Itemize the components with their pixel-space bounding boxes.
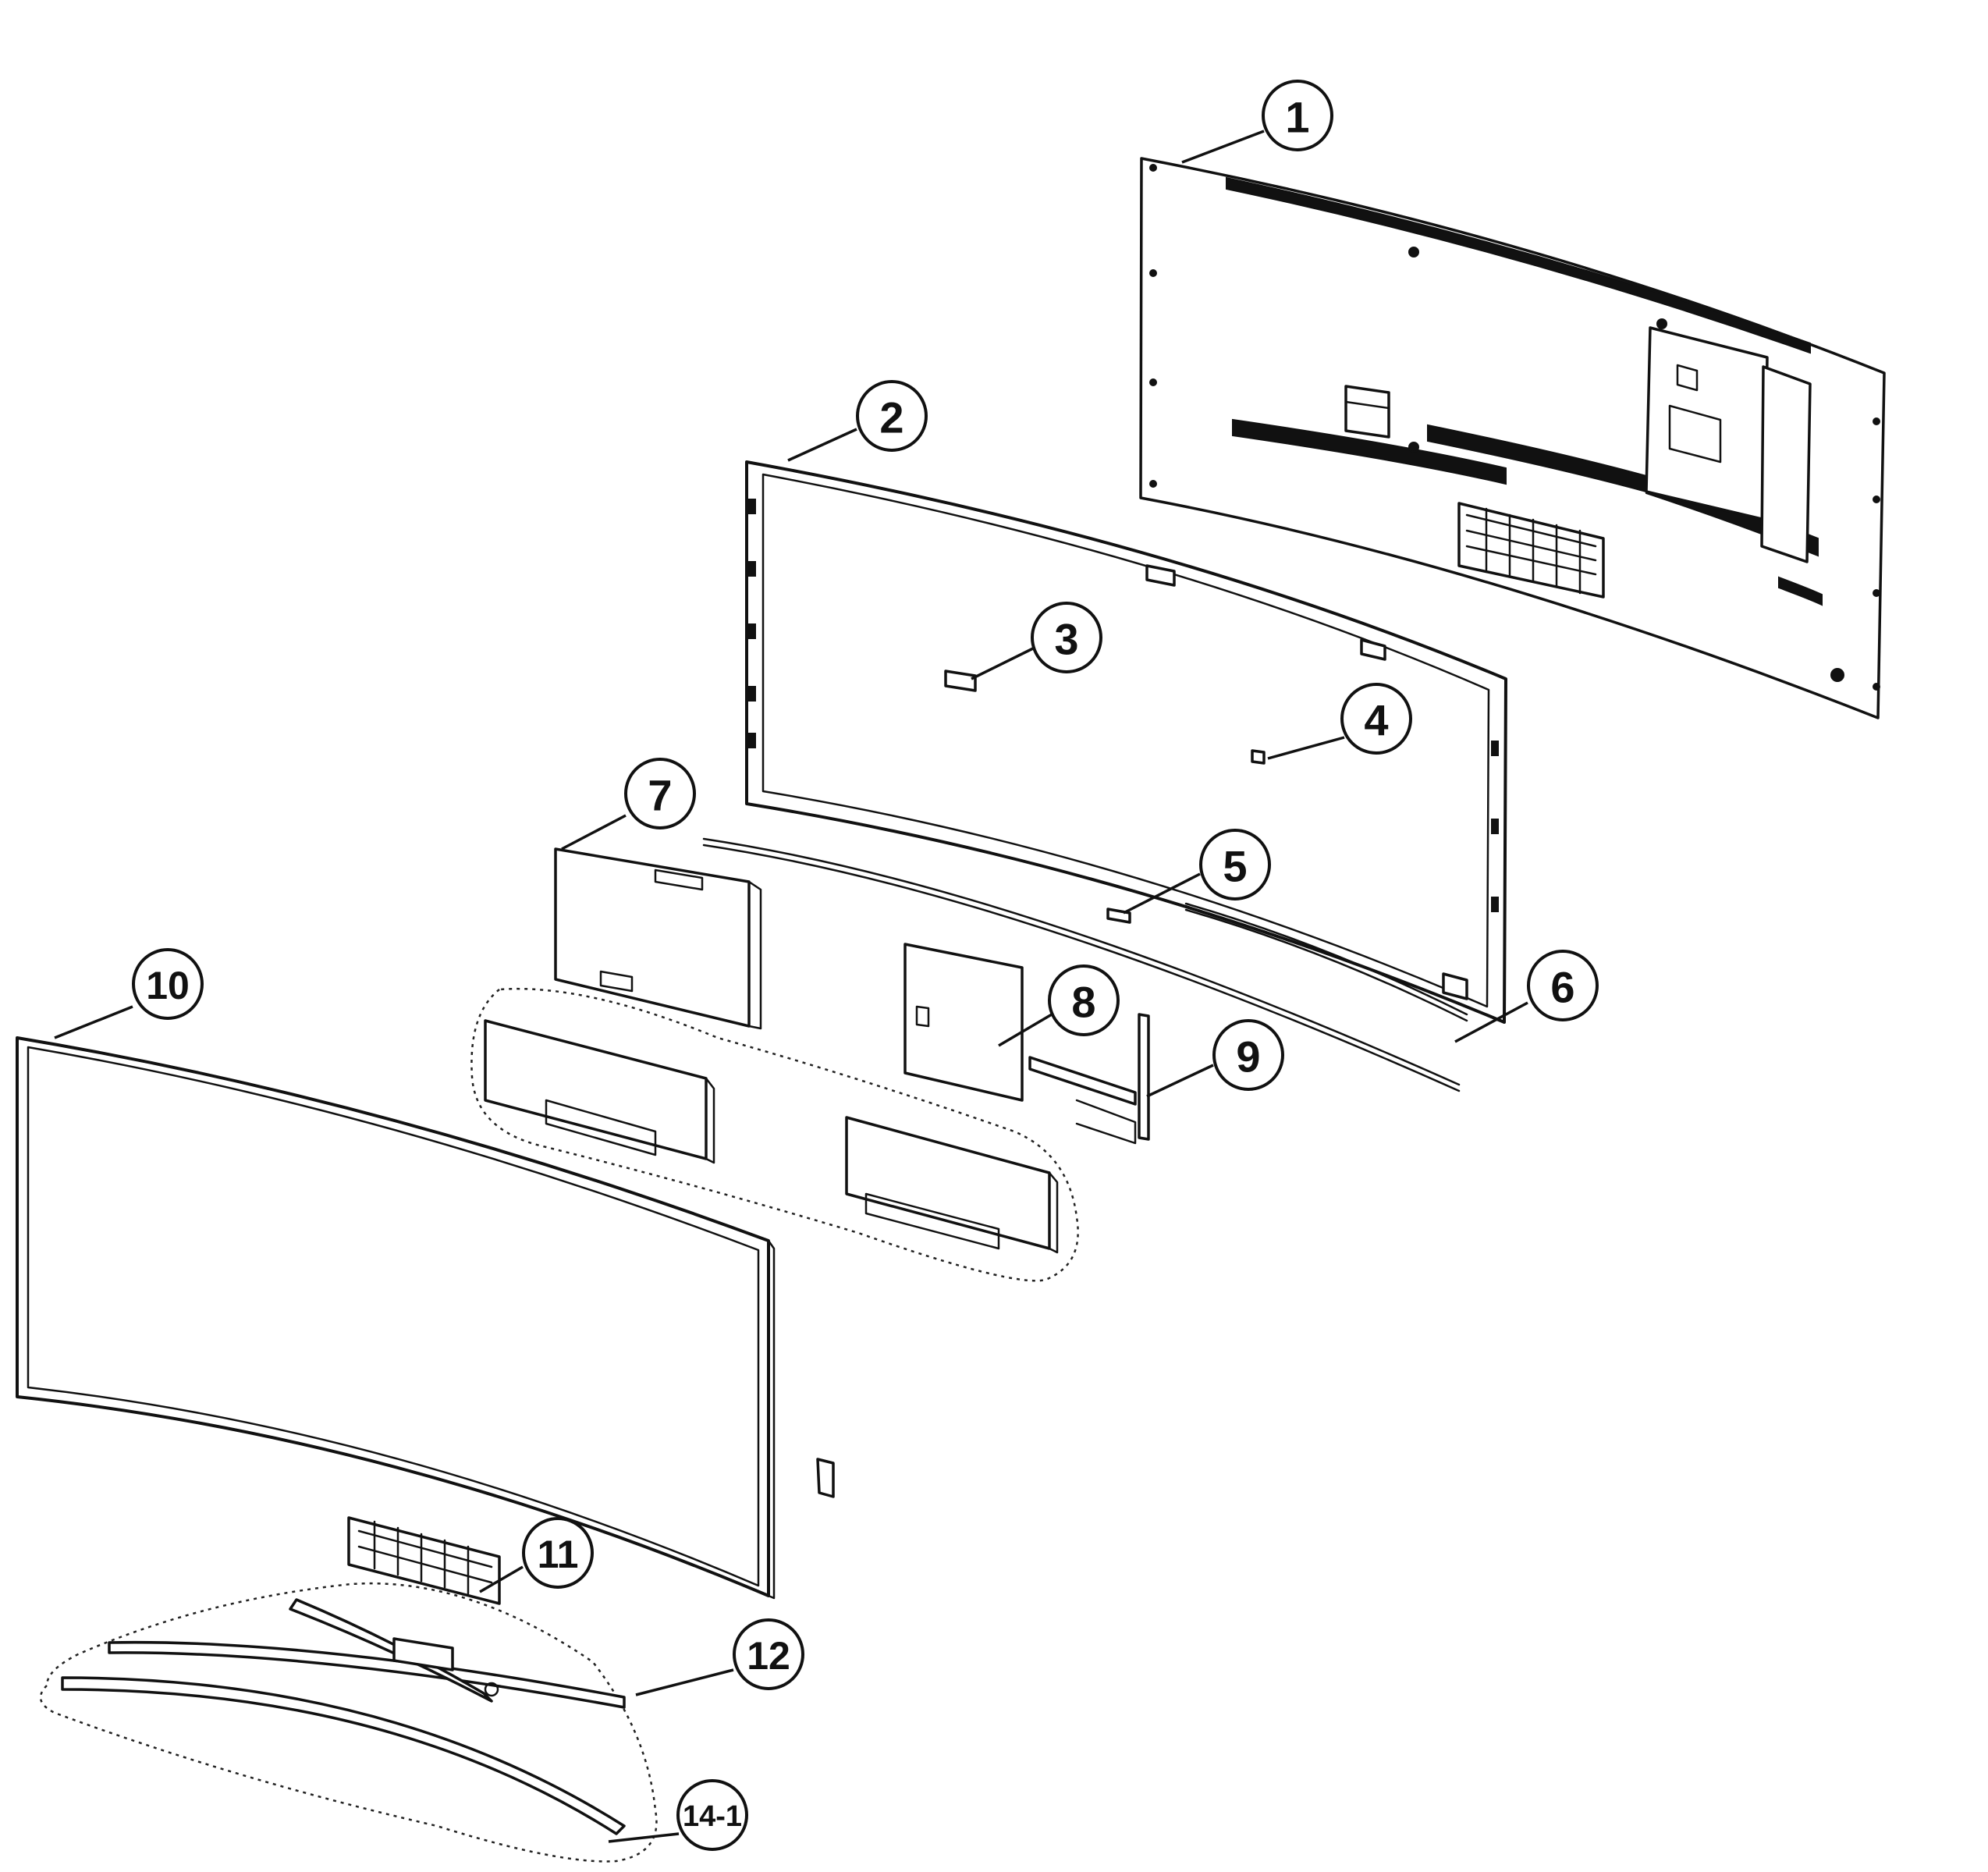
leader-lines	[54, 130, 1528, 1843]
display-panel-part	[16, 1036, 776, 1600]
part-9	[1028, 1013, 1150, 1145]
svg-text:10: 10	[146, 964, 190, 1007]
main-board-part	[554, 847, 762, 1030]
callout-12: 12	[733, 1618, 804, 1690]
power-board-part	[903, 943, 1024, 1102]
left-speaker-part	[484, 1019, 715, 1164]
callout-10: 10	[132, 948, 204, 1020]
svg-text:3: 3	[1054, 615, 1078, 664]
svg-text:4: 4	[1364, 696, 1388, 745]
svg-text:2: 2	[879, 393, 903, 442]
callout-14-1: 14-1	[676, 1779, 748, 1851]
stand-group-outline	[39, 1582, 658, 1863]
callout-11: 11	[522, 1517, 594, 1589]
svg-text:11: 11	[538, 1533, 579, 1576]
svg-text:12: 12	[747, 1634, 790, 1678]
svg-text:14-1: 14-1	[683, 1800, 742, 1833]
part-4	[1251, 749, 1266, 765]
right-speaker-part	[845, 1116, 1059, 1254]
callout-9: 9	[1212, 1019, 1284, 1091]
callout-4: 4	[1340, 683, 1412, 755]
svg-text:8: 8	[1071, 978, 1095, 1027]
part-3	[944, 670, 977, 692]
stand-neck-grille-part	[347, 1516, 501, 1605]
svg-text:1: 1	[1285, 93, 1309, 142]
part-6-strips	[702, 837, 1468, 1092]
rear-cover-part	[1139, 157, 1886, 719]
middle-frame-part	[745, 460, 1507, 1024]
stand-part	[61, 1598, 626, 1835]
callout-1: 1	[1262, 80, 1333, 151]
svg-text:5: 5	[1223, 842, 1247, 891]
svg-text:9: 9	[1236, 1032, 1260, 1082]
callout-8: 8	[1048, 964, 1120, 1036]
callout-3: 3	[1031, 602, 1102, 673]
svg-text:7: 7	[648, 771, 672, 820]
callout-6: 6	[1527, 950, 1599, 1021]
callout-5: 5	[1199, 829, 1271, 900]
small-bracket-part	[816, 1458, 835, 1498]
svg-text:6: 6	[1550, 963, 1574, 1012]
speaker-group-outline	[470, 987, 1079, 1282]
callout-2: 2	[856, 380, 928, 452]
callout-7: 7	[624, 758, 696, 829]
